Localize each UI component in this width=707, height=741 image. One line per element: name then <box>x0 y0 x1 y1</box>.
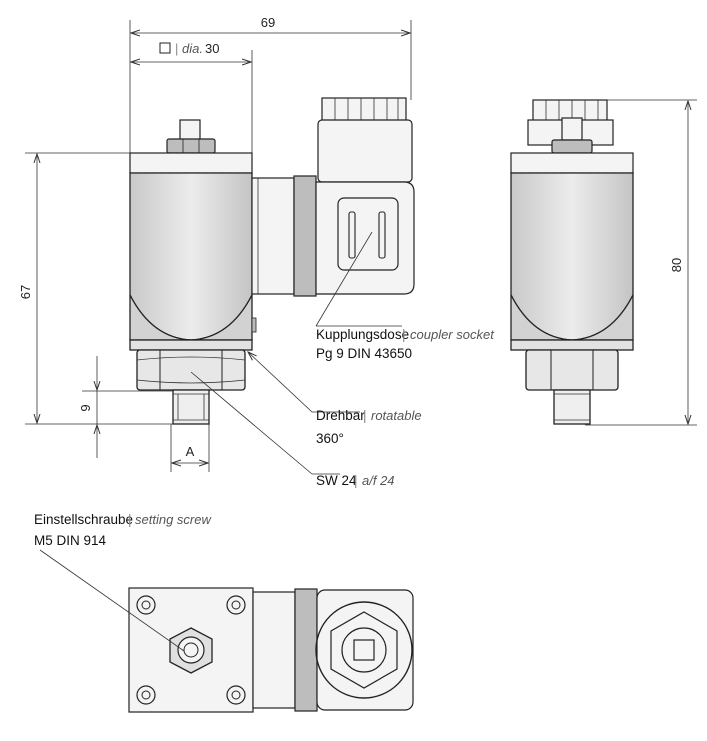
wrench-de: SW 24 <box>316 473 357 488</box>
screw-sep: | <box>128 512 132 527</box>
label-coupler-socket: Kupplungsdose | coupler socket Pg 9 DIN … <box>316 327 495 361</box>
screw-spec: M5 DIN 914 <box>34 533 107 548</box>
dim-overall-width: 69 <box>129 15 412 155</box>
dim-thread-a: A <box>170 424 210 472</box>
thread-a-label: A <box>186 444 195 459</box>
square-icon <box>159 42 171 54</box>
leader-lines <box>39 231 402 652</box>
diameter-en: dia. <box>182 41 203 56</box>
overall-width-value: 69 <box>261 15 275 30</box>
diameter-value: 30 <box>205 41 219 56</box>
label-rotatable: Drehbar | rotatable 360° <box>316 408 422 446</box>
label-wrench-size: SW 24 | a/f 24 <box>316 473 395 488</box>
wrench-en: a/f 24 <box>362 473 395 488</box>
screw-de: Einstellschraube <box>34 512 133 527</box>
rotatable-spec: 360° <box>316 431 344 446</box>
side-view <box>510 99 634 425</box>
height-right-value: 80 <box>669 258 684 272</box>
height-left-value: 67 <box>18 285 33 299</box>
rotatable-sep: | <box>363 408 367 423</box>
label-setting-screw: Einstellschraube | setting screw M5 DIN … <box>34 512 212 548</box>
rotatable-de: Drehbar <box>316 408 365 423</box>
coupler-de: Kupplungsdose <box>316 327 409 342</box>
coupler-spec: Pg 9 DIN 43650 <box>316 346 412 361</box>
front-view <box>129 97 415 425</box>
dim-thread-height: 9 <box>78 356 175 458</box>
thread-height-value: 9 <box>78 404 93 411</box>
top-view <box>128 587 414 713</box>
corner-screw <box>136 595 246 705</box>
coupler-en: coupler socket <box>410 327 495 342</box>
coupler-sep: | <box>402 327 406 342</box>
screw-en: setting screw <box>135 512 212 527</box>
rotatable-en: rotatable <box>371 408 422 423</box>
dim-height-right: 80 <box>540 99 697 426</box>
diameter-sep: | <box>175 41 178 56</box>
wrench-sep: | <box>354 473 358 488</box>
